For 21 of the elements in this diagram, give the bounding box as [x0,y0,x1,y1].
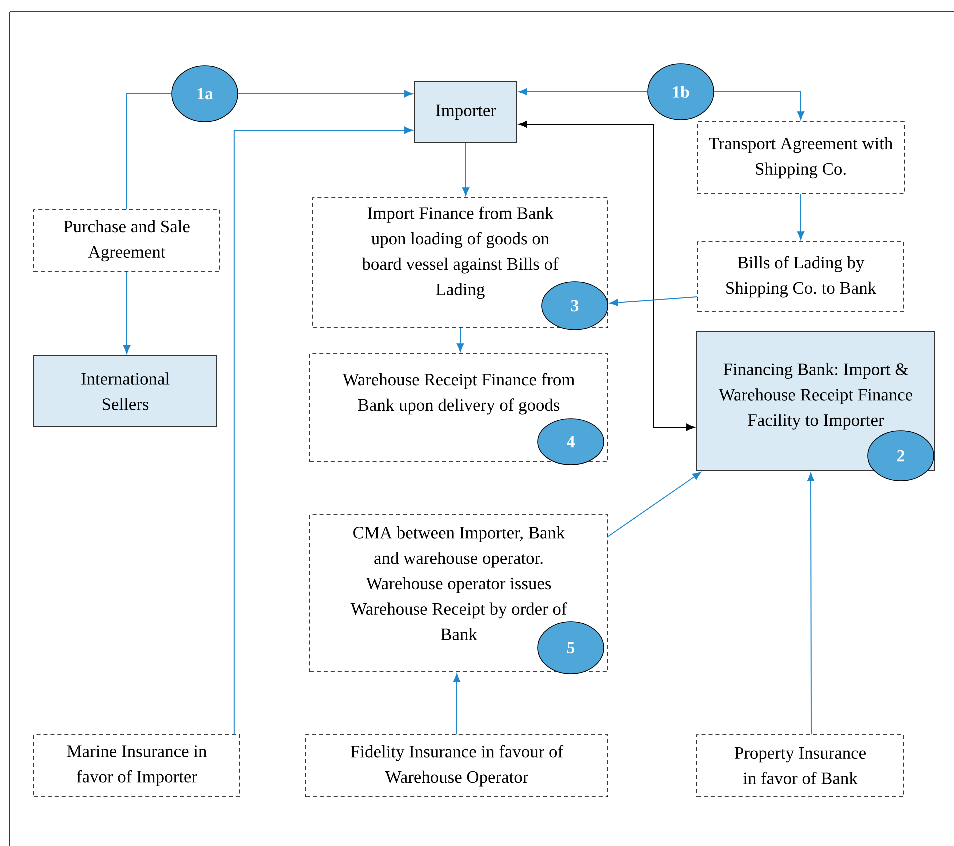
arrow [456,328,464,352]
arrow [518,88,648,96]
arrow [797,194,805,240]
arrow [608,472,702,538]
arrow [123,272,131,354]
arrow [234,126,414,736]
agreement-box: Property Insurance in favor of Bank [696,734,904,798]
agreement-box: Marine Insurance in favor of Importer [34,734,240,798]
arrow [238,90,414,98]
agreement-box: Bills of Lading by Shipping Co. to Bank [698,242,904,312]
party-box: International Sellers [34,356,218,428]
arrow [807,472,815,736]
agreement-box: Purchase and Sale Agreement [34,210,220,272]
party-box: Importer [414,82,518,144]
arrow [453,674,461,736]
agreement-box: Fidelity Insurance in favour of Warehouse Operator [306,734,608,798]
agreement-box: Transport Agreement with Shipping Co. [697,122,905,194]
arrow [714,92,805,120]
arrow [462,143,470,196]
arrow [518,120,696,432]
arrow [610,296,698,306]
